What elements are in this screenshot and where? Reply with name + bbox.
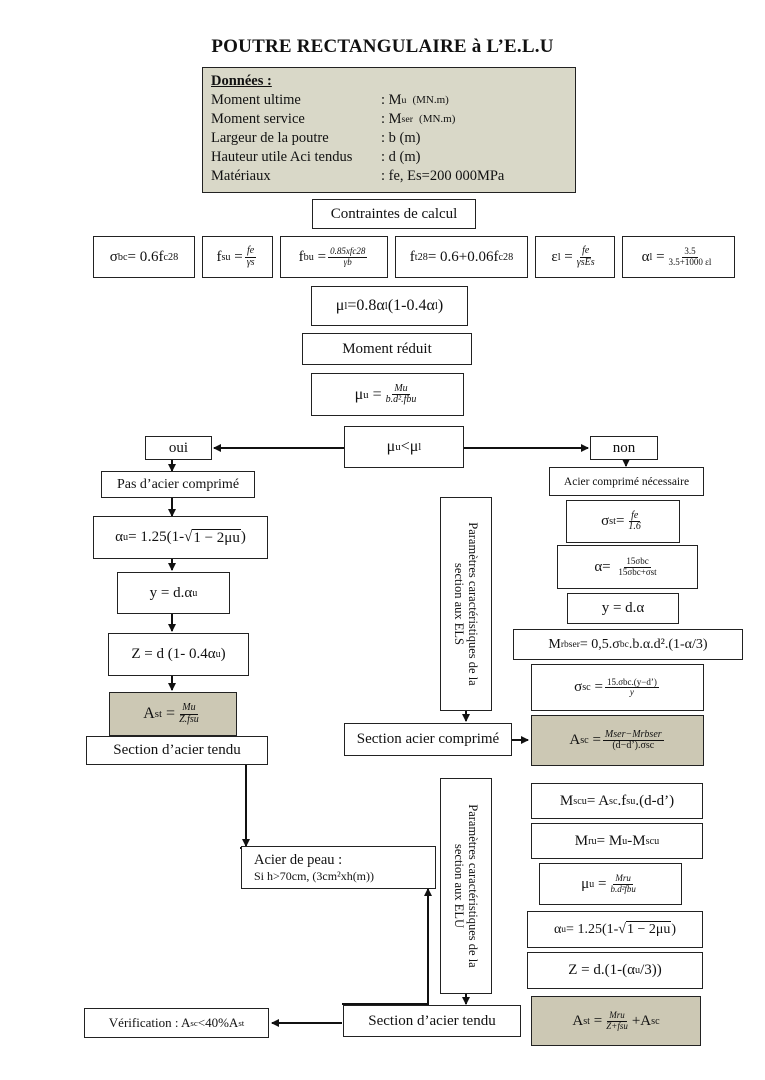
- contraintes-box: Contraintes de calcul: [312, 199, 476, 229]
- moment-reduit-box: Moment réduit: [302, 333, 472, 365]
- donnees-row-d: Hauteur utile Aci tendus : d (m): [211, 149, 421, 165]
- params-elu-box: Paramètres caractéristiques de la sectio…: [440, 778, 492, 994]
- donnees-header: Données :: [211, 73, 272, 89]
- pas-acier-box: Pas d’acier comprimé: [101, 471, 255, 498]
- non-box: non: [590, 436, 658, 460]
- donnees-row-materiaux: Matériaux : fe, Es=200 000MPa: [211, 168, 505, 184]
- section-tendu-box: Section d’acier tendu: [86, 736, 268, 765]
- donnees-row-b: Largeur de la poutre : b (m): [211, 130, 421, 146]
- params-els-box: Paramètres caractéristiques de la sectio…: [440, 497, 492, 711]
- acier-necessaire-box: Acier comprimé nécessaire: [549, 467, 704, 496]
- acier-peau-box: Acier de peau : Si h>70cm, (3cm²xh(m)): [241, 846, 436, 889]
- section-tendu2-box: Section d’acier tendu: [343, 1005, 521, 1037]
- section-comprime-box: Section acier comprimé: [344, 723, 512, 756]
- page-title: POUTRE RECTANGULAIRE à L’E.L.U: [211, 36, 554, 57]
- oui-box: oui: [145, 436, 212, 460]
- y-alpha-box: y = d.α: [567, 593, 679, 624]
